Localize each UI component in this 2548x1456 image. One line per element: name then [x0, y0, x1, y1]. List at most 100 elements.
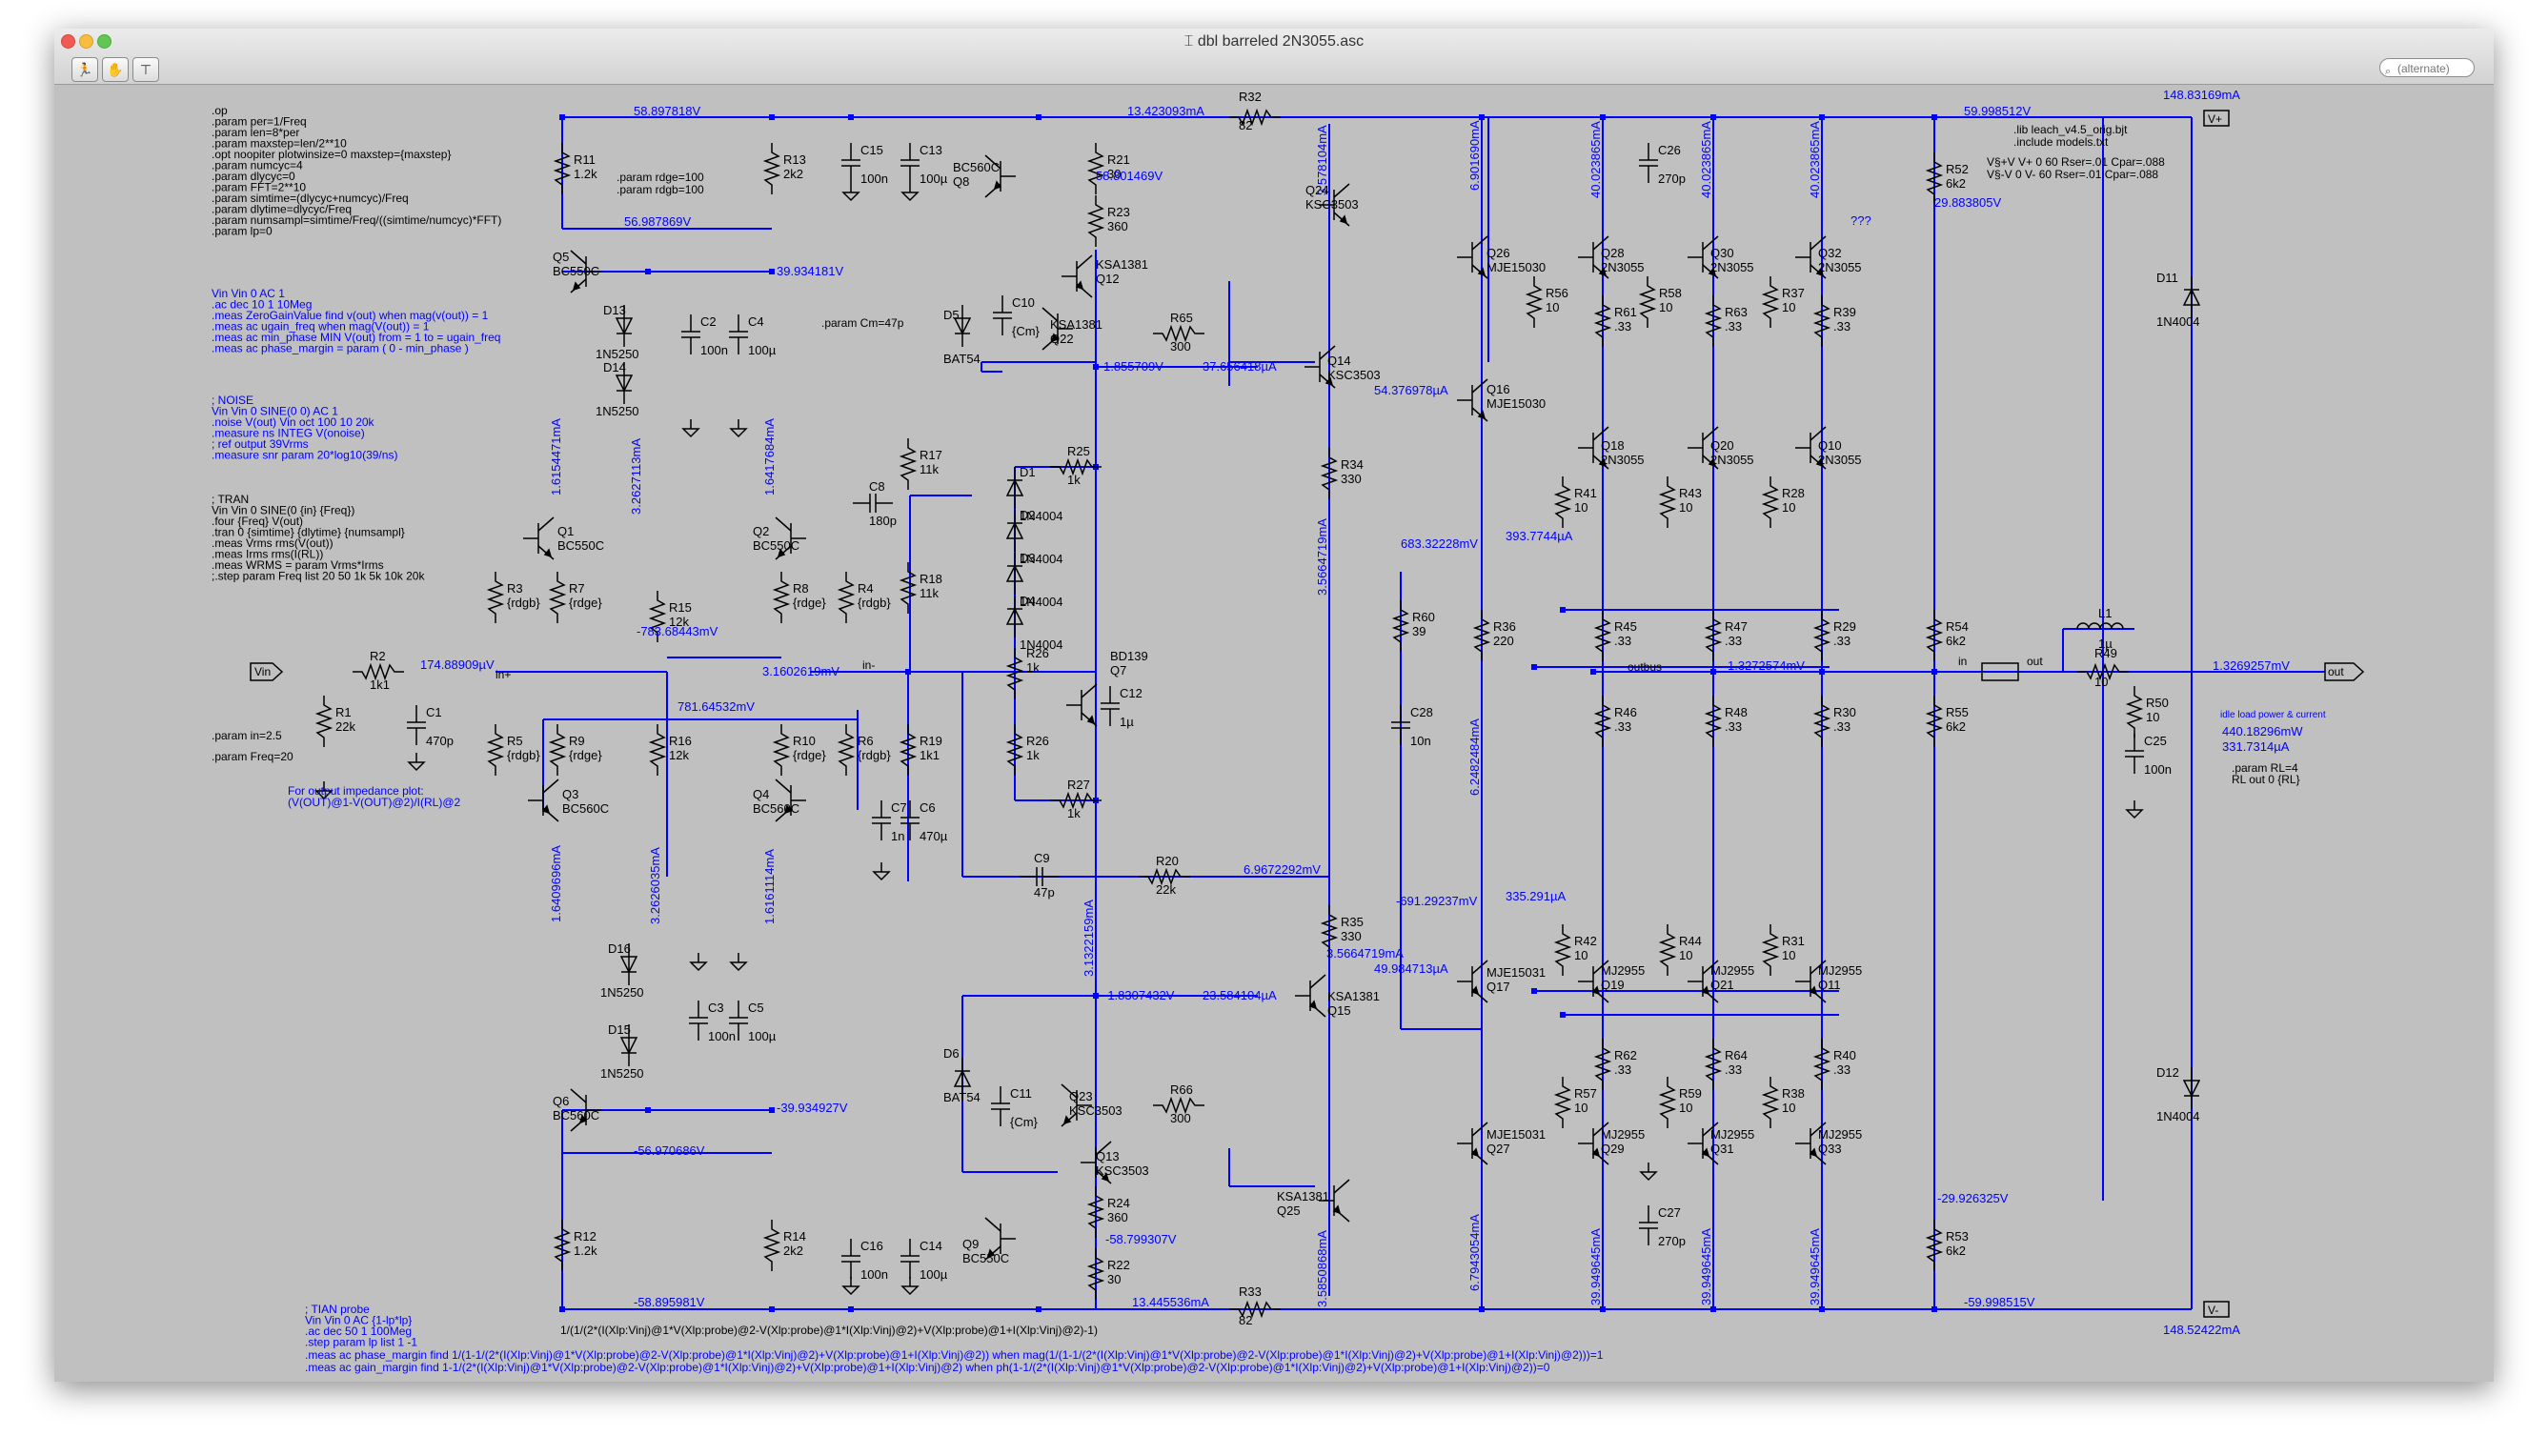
diode-D14[interactable]	[615, 362, 634, 404]
resistor-R21[interactable]	[1086, 143, 1105, 194]
resistor-R11[interactable]	[553, 143, 572, 194]
resistor-R5[interactable]	[486, 724, 505, 776]
resistor-R29[interactable]	[1812, 610, 1831, 661]
transistor-Q26[interactable]	[1457, 235, 1488, 279]
capacitor-C9[interactable]	[1020, 867, 1060, 886]
resistor-R50[interactable]	[2125, 686, 2144, 738]
resistor-R13[interactable]	[762, 143, 781, 194]
resistor-R39[interactable]	[1812, 295, 1831, 347]
transistor-Q15[interactable]	[1295, 974, 1326, 1018]
capacitor-C3[interactable]	[689, 1001, 708, 1041]
transistor-Q23[interactable]	[1061, 1083, 1092, 1127]
transistor-Q8[interactable]	[984, 154, 1016, 198]
search-field[interactable]: ⌕(alternate)	[2379, 58, 2475, 77]
capacitor-C14[interactable]	[900, 1239, 920, 1279]
resistor-R55[interactable]	[1925, 696, 1944, 747]
resistor-R43[interactable]	[1658, 476, 1677, 528]
resistor-R45[interactable]	[1593, 610, 1612, 661]
resistor-R27[interactable]	[1050, 791, 1102, 810]
transistor-Q4[interactable]	[775, 779, 806, 822]
probe-button[interactable]: ⊤	[132, 57, 159, 82]
transistor-Q31[interactable]	[1688, 1122, 1719, 1165]
resistor-R33[interactable]	[1229, 1300, 1281, 1319]
resistor-R22[interactable]	[1086, 1248, 1105, 1300]
capacitor-C7[interactable]	[872, 800, 891, 840]
diode-D3[interactable]	[1005, 553, 1024, 595]
run-button[interactable]: 🏃	[71, 57, 98, 82]
transistor-Q14[interactable]	[1304, 345, 1336, 389]
diode-D15[interactable]	[619, 1024, 638, 1066]
resistor-R52[interactable]	[1925, 152, 1944, 204]
resistor-R25[interactable]	[1050, 457, 1102, 476]
transistor-Q10[interactable]	[1795, 426, 1827, 470]
transistor-Q21[interactable]	[1688, 960, 1719, 1003]
resistor-R26[interactable]	[1005, 724, 1024, 776]
resistor-R23[interactable]	[1086, 195, 1105, 247]
resistor-R24[interactable]	[1086, 1186, 1105, 1238]
transistor-Q32[interactable]	[1795, 235, 1827, 279]
diode-D11[interactable]	[2182, 276, 2201, 318]
close-window-button[interactable]	[61, 34, 75, 49]
diode-D6[interactable]	[953, 1058, 972, 1100]
capacitor-C25[interactable]	[2125, 734, 2144, 774]
capacitor-C27[interactable]	[1639, 1205, 1658, 1245]
capacitor-C11[interactable]	[991, 1086, 1010, 1126]
resistor-R16[interactable]	[648, 724, 667, 776]
transistor-Q12[interactable]	[1062, 254, 1093, 298]
resistor-R15[interactable]	[648, 591, 667, 642]
capacitor-C2[interactable]	[681, 314, 700, 354]
resistor-R7[interactable]	[548, 572, 567, 623]
resistor-R60[interactable]	[1391, 600, 1410, 652]
resistor-R1[interactable]	[314, 696, 334, 747]
inductor-L1[interactable]	[2076, 622, 2124, 630]
diode-D5[interactable]	[953, 305, 972, 347]
transistor-Q1[interactable]	[523, 516, 555, 560]
transistor-Q29[interactable]	[1578, 1122, 1609, 1165]
resistor-R37[interactable]	[1761, 276, 1780, 328]
transistor-Q18[interactable]	[1578, 426, 1609, 470]
diode-D1[interactable]	[1005, 467, 1024, 509]
transistor-Q6[interactable]	[570, 1088, 601, 1132]
capacitor-C26[interactable]	[1639, 143, 1658, 183]
resistor-R6[interactable]	[837, 724, 856, 776]
transistor-Q22[interactable]	[1041, 307, 1073, 351]
minimize-window-button[interactable]	[79, 34, 93, 49]
transistor-Q33[interactable]	[1795, 1122, 1827, 1165]
resistor-R10[interactable]	[772, 724, 791, 776]
diode-D16[interactable]	[619, 943, 638, 985]
supply-port-vplus[interactable]	[2203, 110, 2230, 127]
transistor-Q3[interactable]	[528, 779, 559, 822]
capacitor-C6[interactable]	[900, 800, 920, 840]
resistor-R64[interactable]	[1704, 1039, 1723, 1090]
resistor-R42[interactable]	[1553, 924, 1572, 976]
resistor-R38[interactable]	[1761, 1077, 1780, 1128]
resistor-R20[interactable]	[1139, 867, 1190, 886]
resistor-R19[interactable]	[899, 724, 918, 776]
resistor-R63[interactable]	[1704, 295, 1723, 347]
resistor-R56[interactable]	[1525, 276, 1544, 328]
resistor-R46[interactable]	[1593, 696, 1612, 747]
resistor-R35[interactable]	[1320, 905, 1339, 957]
capacitor-C13[interactable]	[900, 143, 920, 183]
resistor-R40[interactable]	[1812, 1039, 1831, 1090]
transistor-Q19[interactable]	[1578, 960, 1609, 1003]
schematic-canvas[interactable]: .op.param per=1/Freq.param len=8*per.par…	[54, 85, 2494, 1382]
capacitor-C5[interactable]	[729, 1001, 748, 1041]
capacitor-C10[interactable]	[993, 295, 1012, 335]
transistor-Q17[interactable]	[1457, 960, 1488, 1003]
transistor-Q9[interactable]	[984, 1217, 1016, 1261]
resistor-R54[interactable]	[1925, 610, 1944, 661]
resistor-R66[interactable]	[1153, 1096, 1204, 1115]
resistor-R14[interactable]	[762, 1220, 781, 1271]
diode-D2[interactable]	[1005, 510, 1024, 552]
capacitor-C8[interactable]	[853, 494, 893, 513]
resistor-R12[interactable]	[553, 1220, 572, 1271]
resistor-R57[interactable]	[1553, 1077, 1572, 1128]
resistor-R62[interactable]	[1593, 1039, 1612, 1090]
transistor-Q30[interactable]	[1688, 235, 1719, 279]
transistor-Q20[interactable]	[1688, 426, 1719, 470]
transistor-Q7[interactable]	[1066, 683, 1098, 727]
output-port-out[interactable]	[2324, 662, 2365, 681]
schematic-svg[interactable]: .op.param per=1/Freq.param len=8*per.par…	[54, 85, 2494, 1382]
input-port-vin[interactable]	[250, 662, 284, 681]
